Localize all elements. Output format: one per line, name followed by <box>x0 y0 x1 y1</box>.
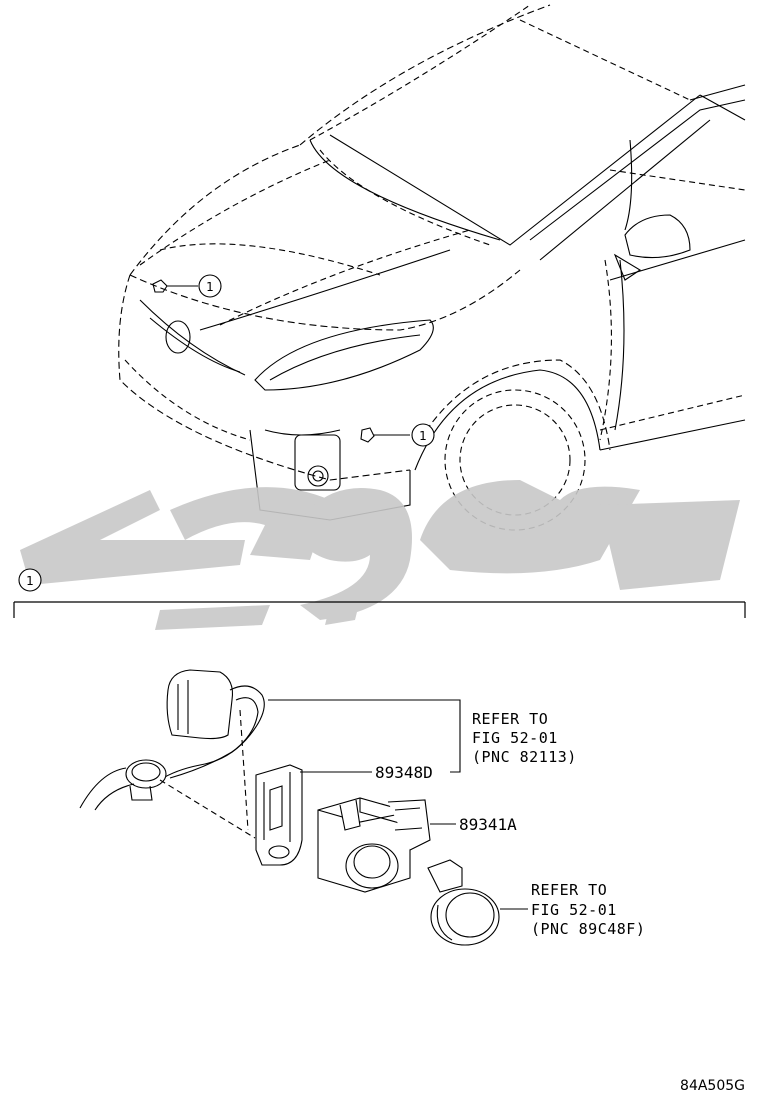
svg-text:(PNC 82113): (PNC 82113) <box>472 748 577 766</box>
reference-note-upper: REFER TO FIG 52-01 (PNC 82113) <box>472 710 577 766</box>
figure-code: 84A505G <box>680 1078 745 1094</box>
svg-text:FIG 52-01: FIG 52-01 <box>472 729 558 747</box>
callout-marker-upper: 1 <box>198 274 222 298</box>
svg-text:REFER TO: REFER TO <box>531 881 607 899</box>
wiring-harness <box>79 669 265 839</box>
watermark-logo <box>20 480 740 630</box>
callout-marker-section: 1 <box>18 568 42 592</box>
part-number-89341A: 89341A <box>459 815 517 834</box>
sensor-retainer <box>255 764 303 866</box>
part-number-89348D: 89348D <box>375 763 433 782</box>
callout-marker-bumper: 1 <box>411 423 435 447</box>
svg-text:FIG 52-01: FIG 52-01 <box>531 901 617 919</box>
section-bracket <box>13 601 746 618</box>
svg-text:1: 1 <box>419 429 427 443</box>
svg-text:1: 1 <box>206 280 214 294</box>
sensor-bezel <box>427 859 500 946</box>
ultrasonic-sensor <box>317 797 431 893</box>
svg-text:1: 1 <box>26 574 34 588</box>
reference-note-lower: REFER TO FIG 52-01 (PNC 89C48F) <box>531 881 645 938</box>
svg-text:(PNC 89C48F): (PNC 89C48F) <box>531 920 645 938</box>
car-illustration <box>118 4 746 531</box>
leader-lines <box>268 699 528 910</box>
svg-text:REFER TO: REFER TO <box>472 710 548 728</box>
